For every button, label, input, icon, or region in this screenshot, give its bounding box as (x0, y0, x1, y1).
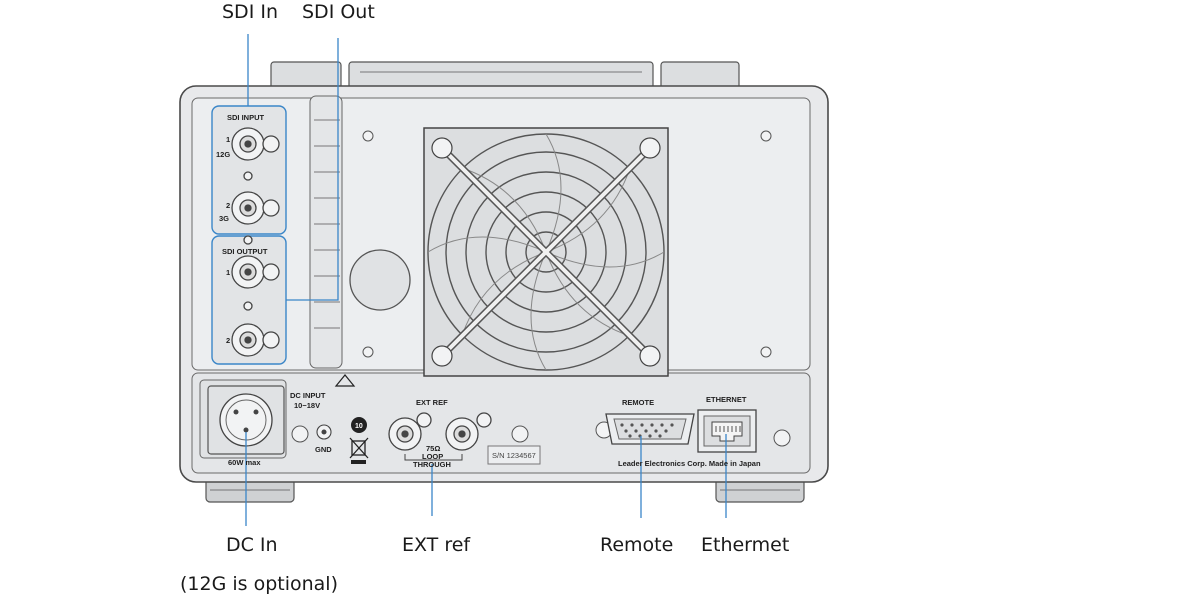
cooling-fan (423, 127, 669, 377)
loop-label: LOOP (422, 452, 443, 461)
sdi-input-2-rate-label: 3G (219, 214, 229, 223)
sdi-input-2-connector (231, 191, 280, 225)
remote-callout: Remote (600, 534, 674, 556)
dc-input-label: DC INPUT (290, 391, 326, 400)
blank-plug (349, 249, 411, 311)
loop-through-bracket (404, 454, 463, 461)
ethernet-label: ETHERNET (706, 395, 747, 404)
serial-number-label: S/N 1234567 (492, 451, 536, 460)
sdi-output-1-connector (231, 255, 280, 289)
ohm-label: 75Ω (426, 444, 440, 453)
top-handle (270, 61, 740, 91)
bnc-connectors (231, 127, 492, 451)
remote-label: REMOTE (622, 398, 654, 407)
sdi-in-callout: SDI In (222, 1, 278, 23)
sdi-output-2-label: 2 (226, 336, 230, 345)
ext-ref-connector-2 (445, 412, 492, 451)
sdi-input-1-rate-label: 12G (216, 150, 230, 159)
warning-icon (334, 374, 356, 387)
sdi-output-2-connector (231, 323, 280, 357)
ext-ref-label: EXT REF (416, 398, 448, 407)
dc-input-connector (207, 385, 285, 455)
through-label: THROUGH (413, 460, 451, 469)
rohs-icon (351, 417, 367, 433)
gnd-label: GND (315, 445, 332, 454)
power-rating-label: 60W max (228, 458, 261, 467)
sdi-out-callout-line (286, 38, 339, 301)
sdi-input-label: SDI INPUT (227, 113, 265, 122)
sdi-input-2-label: 2 (226, 201, 230, 210)
callout-lines (245, 34, 727, 526)
sdi-module (211, 95, 343, 369)
sdi-out-callout: SDI Out (302, 1, 375, 23)
manufacturer-label: Leader Electronics Corp. Made in Japan (618, 459, 761, 468)
rohs-mark-text: 10 (355, 423, 363, 430)
optional-footnote: (12G is optional) (180, 573, 338, 595)
compliance-marks (334, 374, 369, 464)
weee-bin-icon (349, 437, 369, 459)
gnd-terminal (316, 424, 332, 440)
ethernet-callout: Ethermet (701, 534, 790, 556)
sdi-input-1-label: 1 (226, 135, 230, 144)
ext-ref-connector-1 (388, 412, 432, 451)
dc-voltage-label: 10−18V (294, 401, 320, 410)
panel-text: SDI INPUT 1 12G 2 3G SDI OUTPUT 1 2 DC I… (216, 113, 761, 469)
ext-ref-callout: EXT ref (402, 534, 471, 556)
remote-dsub-connector (605, 413, 695, 445)
sdi-output-label: SDI OUTPUT (222, 247, 268, 256)
sdi-output-1-label: 1 (226, 268, 230, 277)
serial-label-box (487, 445, 541, 465)
ethernet-rj45-connector (697, 409, 757, 453)
sdi-input-1-connector (231, 127, 280, 161)
dc-in-callout: DC In (226, 534, 278, 556)
